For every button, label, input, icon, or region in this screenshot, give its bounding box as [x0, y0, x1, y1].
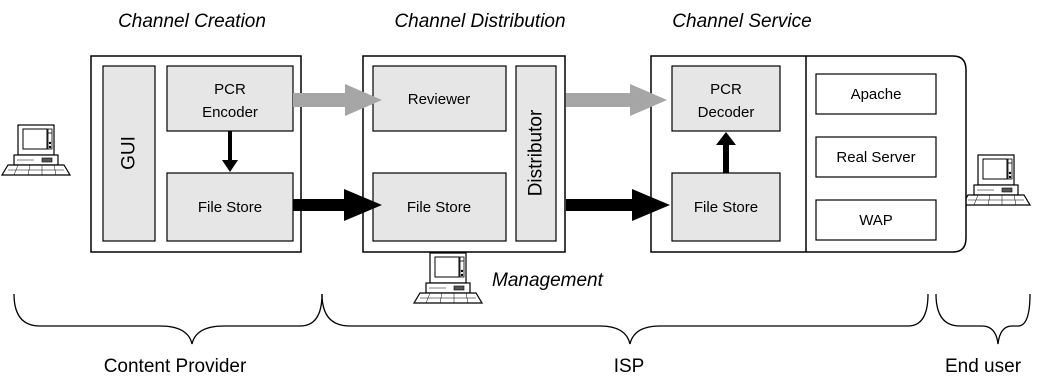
content-provider-brace: [13, 293, 323, 345]
pcr-encoder-label-line1: PCR: [214, 81, 246, 98]
gray-arrow-distributor-to-decoder: [566, 84, 667, 116]
end-user-computer-icon: [961, 154, 1031, 206]
management-computer-icon: [413, 252, 483, 304]
pcr-decoder-label-line2: Decoder: [698, 104, 755, 121]
heading-channel-distribution: Channel Distribution: [394, 11, 565, 32]
management-label: Management: [492, 270, 604, 291]
heading-channel-service: Channel Service: [672, 11, 811, 32]
arrow-encoder-to-file-store: [222, 131, 238, 172]
black-arrow-distributor-to-service-store: [566, 189, 670, 221]
isp-label: ISP: [614, 356, 645, 377]
end-user-label: End user: [945, 356, 1022, 377]
gray-arrow-encoder-to-reviewer: [293, 84, 382, 116]
distributor-box: [515, 65, 557, 242]
distributor-label: Distributor: [526, 109, 547, 196]
content-provider-computer-icon: [1, 124, 71, 176]
wap-server-label: WAP: [859, 212, 893, 229]
apache-server-box: [815, 73, 937, 115]
distribution-file-store-box: [372, 172, 507, 242]
pcr-encoder-box: [166, 65, 294, 132]
heading-channel-creation: Channel Creation: [118, 11, 266, 32]
gui-label: GUI: [119, 136, 140, 170]
reviewer-box: [372, 65, 507, 132]
real-server-label: Real Server: [836, 149, 915, 166]
gui-box: [102, 65, 156, 242]
reviewer-label: Reviewer: [408, 91, 471, 108]
pcr-decoder-label-line1: PCR: [710, 81, 742, 98]
distribution-file-store-label: File Store: [407, 199, 471, 216]
pcr-encoder-label-line2: Encoder: [202, 104, 258, 121]
creation-file-store-box: [166, 172, 294, 242]
black-arrow-creation-to-distribution-store: [293, 189, 382, 221]
apache-server-label: Apache: [851, 86, 902, 103]
wap-server-box: [815, 199, 937, 241]
end-user-brace: [935, 293, 1031, 345]
service-file-store-label: File Store: [694, 199, 758, 216]
isp-brace: [321, 293, 929, 345]
creation-file-store-label: File Store: [198, 199, 262, 216]
pcr-decoder-box: [671, 65, 781, 132]
content-provider-label: Content Provider: [104, 356, 247, 377]
arrow-file-store-to-decoder: [716, 132, 736, 173]
real-server-box: [815, 136, 937, 178]
